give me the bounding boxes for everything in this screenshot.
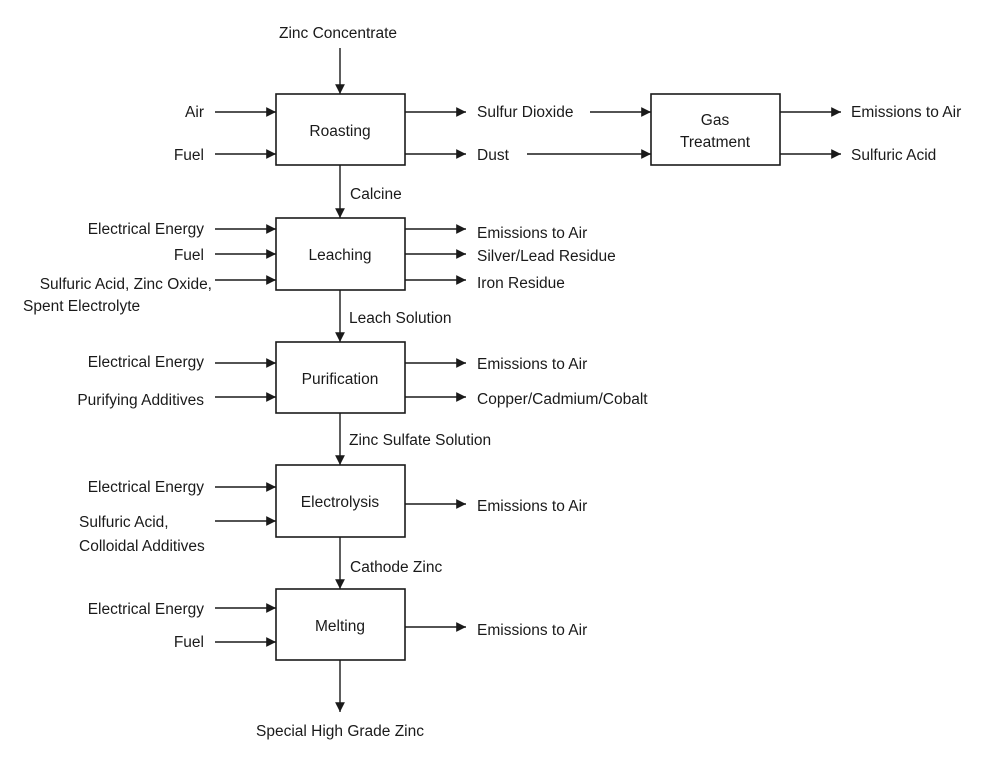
electrolysis-input-sulfuric-acid: Sulfuric Acid,: [79, 514, 169, 531]
gas-treatment-output-sulfuric-acid: Sulfuric Acid: [851, 147, 936, 164]
roasting-input-air: Air: [185, 104, 204, 121]
stream-cathode-zinc: Cathode Zinc: [350, 559, 442, 576]
leaching-output-silver-lead-residue: Silver/Lead Residue: [477, 248, 616, 265]
leaching-input-spent-electrolyte: Spent Electrolyte: [23, 298, 140, 315]
node-electrolysis: Electrolysis: [275, 464, 406, 538]
leaching-input-fuel: Fuel: [174, 247, 204, 264]
leaching-input-sulfuric-acid: Sulfuric Acid, Zinc Oxide,: [40, 276, 212, 293]
roasting-output-sulfur-dioxide: Sulfur Dioxide: [477, 104, 574, 121]
purification-output-copper-cadmium-cobalt: Copper/Cadmium/Cobalt: [477, 391, 648, 408]
node-melting: Melting: [275, 588, 406, 661]
node-leaching: Leaching: [275, 217, 406, 291]
roasting-output-dust: Dust: [477, 147, 510, 164]
melting-input-fuel: Fuel: [174, 634, 204, 651]
node-purification-label: Purification: [302, 371, 379, 388]
electrolysis-input-electrical-energy: Electrical Energy: [88, 479, 205, 496]
node-electrolysis-label: Electrolysis: [301, 494, 380, 511]
purification-input-electrical-energy: Electrical Energy: [88, 354, 205, 371]
node-leaching-label: Leaching: [309, 247, 372, 264]
electrolysis-input-colloidal-additives: Colloidal Additives: [79, 538, 205, 555]
gas-treatment-output-emissions: Emissions to Air: [851, 104, 961, 121]
melting-input-electrical-energy: Electrical Energy: [88, 601, 205, 618]
melting-output-emissions: Emissions to Air: [477, 622, 587, 639]
stream-leach-solution: Leach Solution: [349, 310, 452, 327]
purification-output-emissions: Emissions to Air: [477, 356, 587, 373]
node-roasting-label: Roasting: [309, 123, 370, 140]
node-gas-treatment-label-1: Gas: [701, 112, 730, 129]
electrolysis-output-emissions: Emissions to Air: [477, 498, 587, 515]
node-melting-label: Melting: [315, 618, 365, 635]
roasting-input-fuel: Fuel: [174, 147, 204, 164]
leaching-output-iron-residue: Iron Residue: [477, 275, 565, 292]
purification-input-purifying-additives: Purifying Additives: [77, 392, 204, 409]
leaching-output-emissions: Emissions to Air: [477, 225, 587, 242]
node-gas-treatment-label-2: Treatment: [680, 134, 751, 151]
leaching-input-electrical-energy: Electrical Energy: [88, 221, 205, 238]
stream-zinc-sulfate-solution: Zinc Sulfate Solution: [349, 432, 491, 449]
node-roasting: Roasting: [275, 93, 406, 166]
feed-label: Zinc Concentrate: [279, 25, 397, 42]
product-label: Special High Grade Zinc: [256, 723, 424, 740]
node-gas-treatment: Gas Treatment: [650, 93, 781, 166]
stream-calcine: Calcine: [350, 186, 402, 203]
node-purification: Purification: [275, 341, 406, 414]
